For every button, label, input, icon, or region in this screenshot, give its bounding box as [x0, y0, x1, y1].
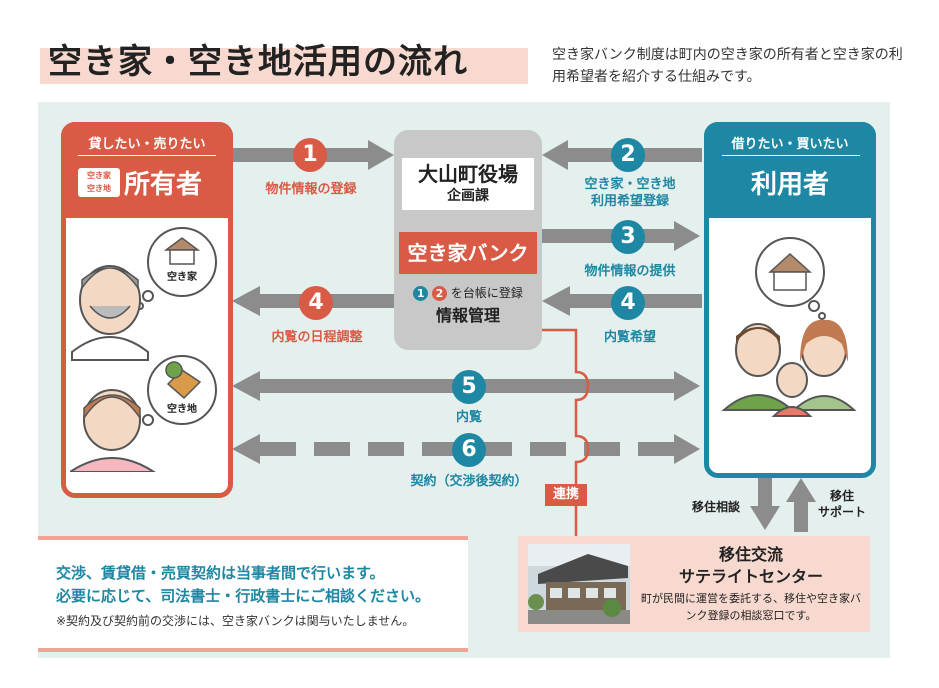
user-title: 利用者 — [750, 170, 829, 200]
user-illustration — [721, 237, 857, 417]
step-1-badge: 1 — [293, 138, 327, 172]
note-disclaimer: ※契約及び契約前の交渉には、空き家バンクは関与いたしません。 — [56, 614, 415, 628]
renkei-line — [542, 328, 590, 544]
register-num-2: 2 — [431, 286, 447, 301]
land-icon — [165, 361, 202, 400]
renkei-badge: 連携 — [545, 484, 587, 506]
step-4-user-badge: 4 — [611, 286, 645, 320]
register-text: を台帳に登録 — [450, 286, 523, 300]
note-box — [38, 540, 468, 648]
register-note: 1 2 を台帳に登録 — [399, 284, 537, 301]
house-icon — [163, 237, 201, 265]
svg-text:空き家: 空き家 — [167, 270, 198, 283]
ijuu-soudan-label: 移住相談 — [692, 500, 741, 514]
user-header — [704, 122, 876, 218]
note-line-1: 交渉、賃貸借・売買契約は当事者間で行います。 — [56, 564, 385, 582]
title-highlight — [40, 48, 528, 84]
step-2-badge: 2 — [611, 138, 645, 172]
owner-subtitle: 貸したい・売りたい — [88, 137, 206, 152]
arrow-ijuu-support — [786, 478, 816, 532]
user-subtitle: 借りたい・買いたい — [731, 137, 849, 152]
owner-divider — [78, 155, 216, 156]
owner-illustration: 空き家 空き地 — [70, 227, 217, 472]
step-6-label: 契約（交渉後契約） — [410, 474, 528, 489]
step-5-label: 内覧 — [455, 410, 482, 425]
arrow-step-6 — [232, 434, 700, 464]
step-4-owner-badge: 4 — [299, 286, 333, 320]
step-4-owner-label: 内覧の日程調整 — [271, 330, 363, 345]
ijuu-support-label: 移住 サポート — [818, 489, 867, 519]
owner-man-icon — [71, 265, 149, 361]
register-num-1: 1 — [413, 286, 429, 301]
akiya-bank-label: 空き家バンク — [399, 232, 537, 274]
step-4-user-label: 内覧希望 — [603, 330, 656, 345]
note-top-border — [38, 536, 468, 540]
town-office-dept: 企画課 — [447, 188, 489, 204]
note-main: 交渉、賃貸借・売買契約は当事者間で行います。 必要に応じて、司法書士・行政書士に… — [56, 562, 430, 608]
note-line-2: 必要に応じて、司法書士・行政書士にご相談ください。 — [56, 587, 430, 605]
satellite-title: 移住交流 サテライトセンター — [678, 545, 823, 586]
town-office-box — [402, 158, 534, 210]
step-2-label: 空き家・空き地 利用希望登録 — [584, 177, 676, 209]
step-3-label: 物件情報の提供 — [584, 264, 676, 279]
satellite-photo — [528, 544, 630, 624]
family-icon — [721, 319, 857, 417]
satellite-desc: 町が民間に運営を委託する、移住や空き家バンク登録の相談窓口です。 — [641, 592, 861, 622]
step-1-label: 物件情報の登録 — [265, 182, 357, 197]
owner-woman-icon — [70, 389, 156, 472]
owner-title: 所有者 — [124, 170, 203, 200]
page-title: 空き家・空き地活用の流れ — [48, 42, 468, 82]
step-5-badge: 5 — [452, 370, 486, 404]
arrow-ijuu-soudan — [750, 478, 780, 530]
step-3-badge: 3 — [611, 220, 645, 254]
owner-tag: 空き家 空き地 — [78, 168, 120, 197]
step-6-badge: 6 — [452, 433, 486, 467]
info-management: 情報管理 — [435, 306, 500, 325]
town-office-name: 大山町役場 — [418, 162, 518, 186]
user-divider — [722, 155, 860, 156]
svg-text:空き地: 空き地 — [167, 402, 197, 415]
intro-text: 空き家バンク制度は町内の空き家の所有者と空き家の利用希望者を紹介する仕組みです。 — [552, 47, 903, 85]
house-icon — [768, 252, 812, 291]
note-bottom-border — [38, 648, 468, 652]
